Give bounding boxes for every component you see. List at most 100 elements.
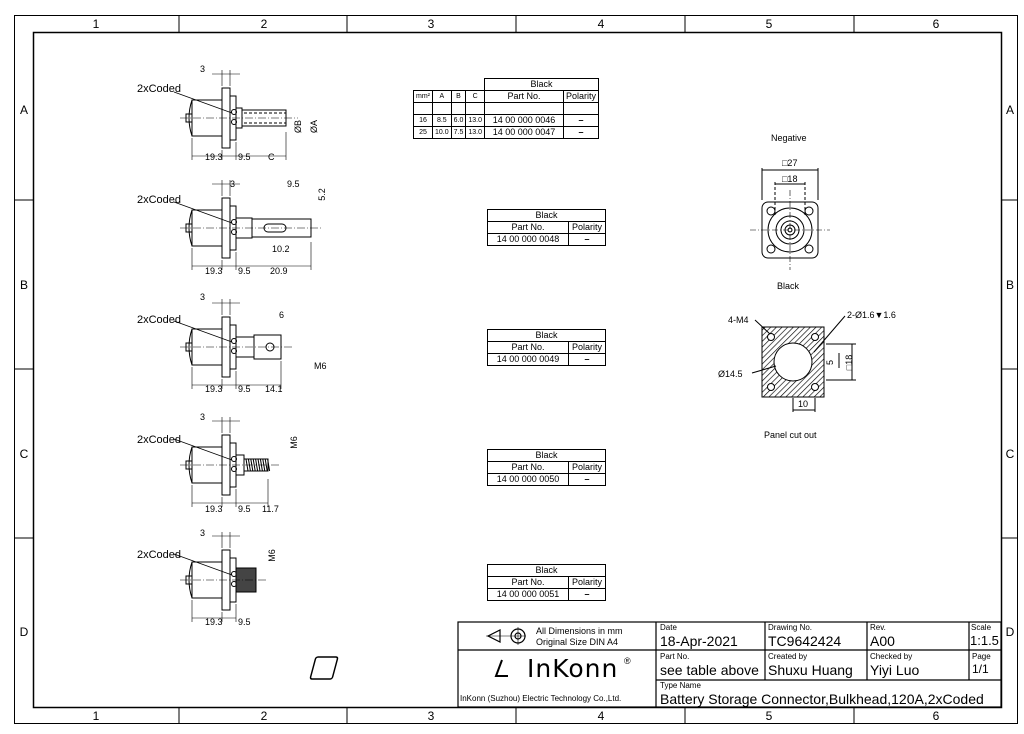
view4-dim-mid: 9.5 [238, 504, 251, 514]
view4-thread: M6 [288, 436, 299, 449]
drawing-no-label: Drawing No. [768, 623, 813, 632]
zone-col-3: 3 [427, 17, 435, 31]
table1-h-b: B [450, 90, 467, 103]
table3-color: Black [486, 329, 607, 342]
registered-mark-icon: ® [624, 656, 631, 666]
table1-h-c: C [465, 90, 485, 103]
dims-note: All Dimensions in mm [536, 626, 623, 636]
cutout-dim-10: 10 [798, 399, 809, 409]
view2-dim-height: 5.2 [316, 188, 327, 201]
view5-dim-top: 3 [200, 528, 206, 538]
view3-thread: M6 [314, 361, 327, 371]
table3-h-pol: Polarity [567, 341, 607, 354]
view2-dim-mid: 9.5 [238, 266, 251, 276]
table3-pol: – [567, 353, 607, 366]
view4-dim-left: 19.3 [205, 504, 223, 514]
table5-pol: – [567, 588, 607, 601]
view2-dim-left: 19.3 [205, 266, 223, 276]
table1-r2-mm: 25 [413, 126, 433, 139]
type-name-value: Battery Storage Connector,Bulkhead,120A,… [660, 691, 984, 707]
view1-dim-dia-b: ØB [293, 119, 304, 134]
view3-dim-mid: 9.5 [238, 384, 251, 394]
checked-by-label: Checked by [870, 652, 913, 661]
table1-r2-pol: – [562, 126, 600, 139]
part-table-3: Black Part No.Polarity 14 00 000 0049– [486, 329, 607, 366]
zone-col-2: 2 [260, 17, 268, 31]
zone-row-d-right: D [1005, 625, 1015, 639]
title-block-lines [309, 621, 1002, 708]
table1-r1-c: 13.0 [465, 114, 485, 127]
table1-r1-b: 6.0 [450, 114, 467, 127]
zone-row-a-right: A [1005, 103, 1014, 117]
created-by-value: Shuxu Huang [768, 662, 853, 678]
view3-dim-right: 14.1 [265, 384, 283, 394]
part-no-value: see table above [660, 662, 759, 678]
view2-dim-inner: 10.2 [272, 244, 290, 254]
part-no-label: Part No. [660, 652, 690, 661]
table2-h-pol: Polarity [567, 221, 607, 234]
table2-part: 14 00 000 0048 [487, 233, 569, 246]
rev-label: Rev. [870, 623, 886, 632]
table5-h-pol: Polarity [567, 576, 607, 589]
panel-cutout-drawing [751, 315, 856, 412]
date-label: Date [660, 623, 677, 632]
created-by-label: Created by [768, 652, 808, 661]
table1-h-a: A [432, 90, 452, 103]
zone-row-c-right: C [1005, 447, 1015, 461]
table5-h-part: Part No. [487, 576, 569, 589]
view2-dim-right: 20.9 [270, 266, 288, 276]
view3-dim-left: 19.3 [205, 384, 223, 394]
scale-label: Scale [971, 623, 992, 632]
zone-col-6-bottom: 6 [932, 709, 940, 723]
view5-coded-label: 2xCoded [137, 549, 182, 561]
table4-pol: – [567, 473, 607, 486]
cutout-holes-label: 4-M4 [728, 315, 749, 325]
view4-coded-label: 2xCoded [137, 434, 182, 446]
zone-row-b-right: B [1005, 278, 1014, 292]
table1-r1-pol: – [562, 114, 600, 127]
table1-r2-part: 14 00 000 0047 [483, 126, 564, 139]
table2-color: Black [486, 209, 607, 222]
view1-dim-left: 19.3 [205, 152, 223, 162]
table1-r1-a: 8.5 [432, 114, 452, 127]
table2-pol: – [567, 233, 607, 246]
front-view-title: Negative [771, 133, 807, 143]
zone-col-5-bottom: 5 [765, 709, 773, 723]
table3-part: 14 00 000 0049 [487, 353, 569, 366]
part-table-2: Black Part No.Polarity 14 00 000 0048– [486, 209, 607, 246]
table3-h-part: Part No. [487, 341, 569, 354]
table-row: 14 00 000 0050– [487, 473, 607, 486]
table1-h-mm: mm² [413, 90, 433, 103]
view2-dim-top: 3 [230, 179, 236, 189]
zone-row-a: A [19, 103, 28, 117]
view1-dim-right: C [268, 152, 275, 162]
zone-col-2-bottom: 2 [260, 709, 268, 723]
drawing-no-value: TC9642424 [768, 633, 842, 649]
checked-by-value: Yiyi Luo [870, 662, 920, 678]
rev-value: A00 [870, 633, 895, 649]
table-row: 14 00 000 0048– [487, 233, 607, 246]
table1-r1-part: 14 00 000 0046 [483, 114, 564, 127]
view1-dim-top: 3 [200, 64, 206, 74]
table1-r1-mm: 16 [413, 114, 433, 127]
part-table-4: Black Part No.Polarity 14 00 000 0050– [486, 449, 607, 486]
company-logo: InKonn [527, 654, 619, 683]
view4-dim-top: 3 [200, 412, 206, 422]
page-value: 1/1 [972, 662, 989, 676]
zone-col-6: 6 [932, 17, 940, 31]
table-row: 14 00 000 0051– [487, 588, 607, 601]
zone-row-c: C [19, 447, 29, 461]
table1-r2-a: 10.0 [432, 126, 452, 139]
front-view-drawing [750, 168, 830, 270]
size-note: Original Size DIN A4 [536, 637, 619, 647]
cutout-title: Panel cut out [764, 430, 817, 440]
view3-coded-label: 2xCoded [137, 314, 182, 326]
view5-thread: M6 [266, 549, 277, 562]
view1-dim-mid: 9.5 [238, 152, 251, 162]
view3-dim-tab: 6 [279, 310, 285, 320]
table2-h-part: Part No. [487, 221, 569, 234]
zone-row-b: B [19, 278, 28, 292]
table-row: 16 8.5 6.0 13.0 14 00 000 0046 – [413, 114, 600, 127]
table1-h-pol: Polarity [562, 90, 600, 103]
